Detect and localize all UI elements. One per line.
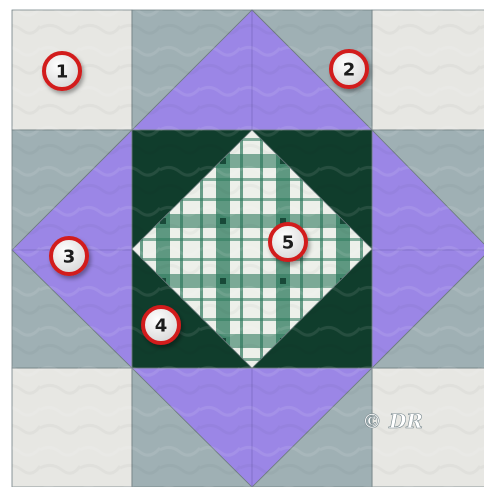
badge-number: 4 (155, 316, 168, 337)
badge-number: 2 (343, 60, 356, 81)
copyright-mark: © DR (362, 409, 423, 433)
label-badge-3: 3 (51, 238, 87, 274)
label-badge-4: 4 (143, 307, 179, 343)
badge-number: 5 (282, 233, 295, 254)
label-badge-1: 1 (44, 53, 80, 89)
badge-number: 3 (63, 247, 76, 268)
label-badge-5: 5 (270, 224, 306, 260)
label-badge-2: 2 (331, 51, 367, 87)
badge-number: 1 (56, 62, 69, 83)
